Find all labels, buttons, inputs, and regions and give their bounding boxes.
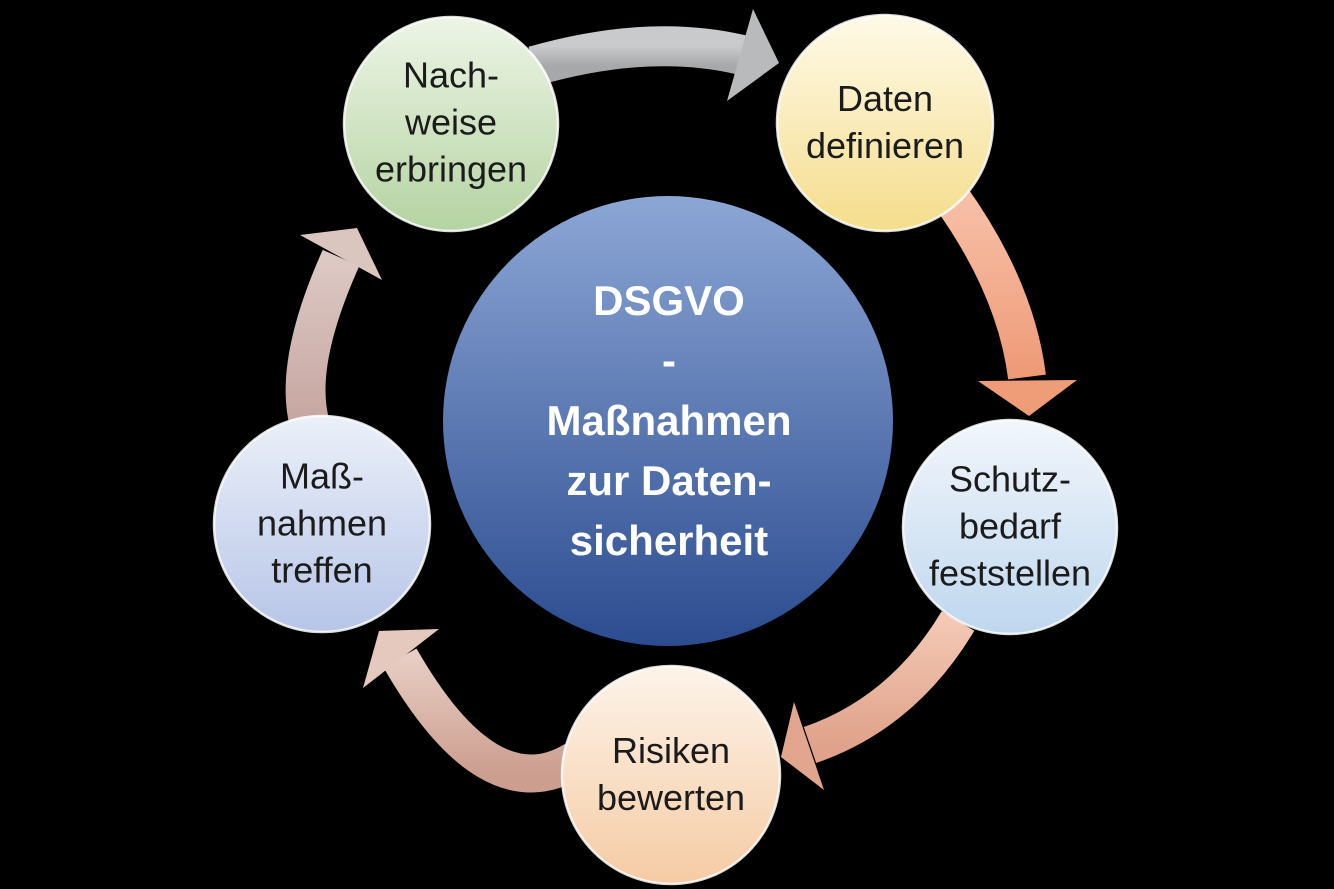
arrow-massnahmen-to-nachweise (285, 228, 382, 431)
node-circle-risiken (560, 664, 782, 886)
arrow-daten-to-schutzbedarf (934, 184, 1077, 416)
arrow-massnahmen-to-nachweise-body (285, 249, 360, 431)
node-circle-nachweise (342, 15, 560, 233)
arrow-daten-to-schutzbedarf-body (934, 184, 1046, 380)
arrow-schutzbedarf-to-risiken-body (803, 611, 975, 763)
node-circle-schutzbedarf (901, 418, 1119, 636)
node-circle-center-dsgvo (443, 196, 893, 646)
arrow-risiken-to-massnahmen-body (383, 648, 585, 793)
arrow-massnahmen-to-nachweise-head (300, 228, 382, 280)
arrow-schutzbedarf-to-risiken (781, 611, 975, 790)
arrow-nachweise-to-daten-body (528, 26, 747, 86)
node-circle-daten (775, 13, 995, 233)
arrow-daten-to-schutzbedarf-head (978, 380, 1077, 416)
arrow-risiken-to-massnahmen-head (363, 629, 439, 688)
arrow-schutzbedarf-to-risiken-head (781, 702, 824, 790)
arrow-risiken-to-massnahmen (363, 629, 585, 793)
arrow-nachweise-to-daten (528, 9, 779, 101)
node-circle-massnahmen (212, 414, 432, 634)
arrow-nachweise-to-daten-head (727, 9, 779, 101)
